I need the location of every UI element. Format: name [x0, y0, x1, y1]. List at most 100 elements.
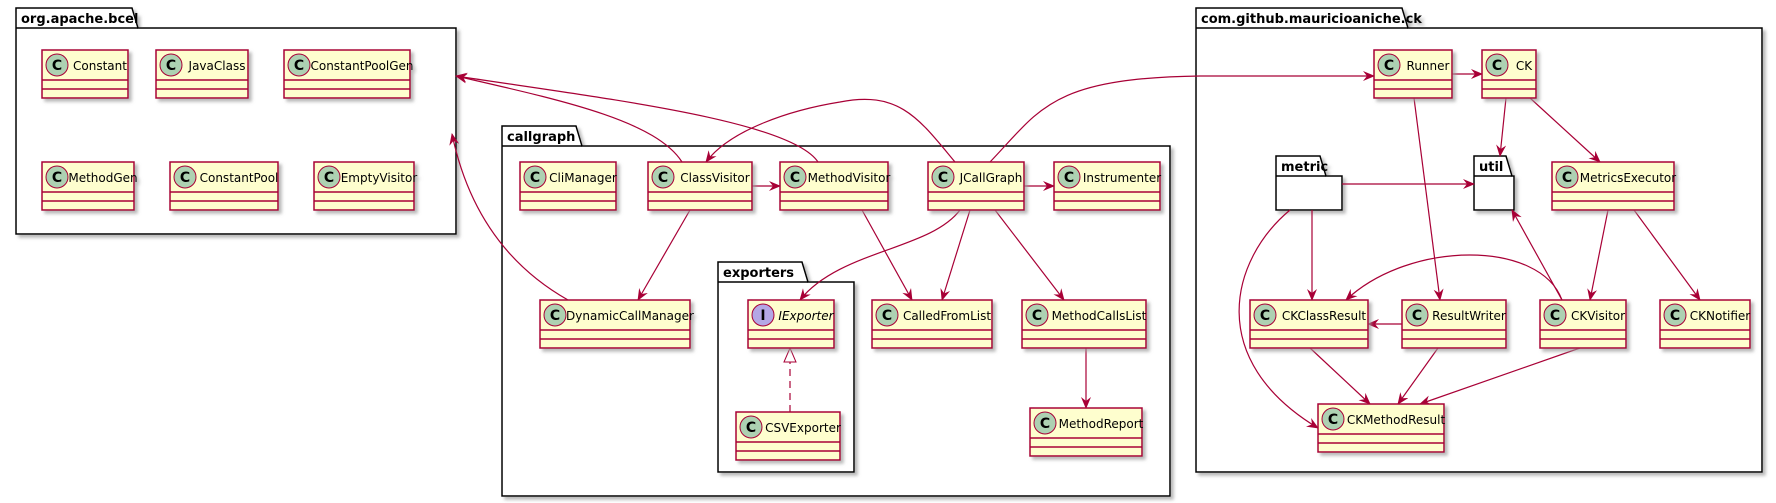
edge-MethodVisitor-to-CalledFromList	[861, 209, 913, 301]
class-name: JCallGraph	[959, 171, 1023, 185]
class-name: CKVisitor	[1571, 309, 1625, 323]
edge-CKVisitor-to-CKMethodResult	[1419, 347, 1581, 406]
package-metric: metric	[1275, 155, 1343, 211]
stereotype-letter: C	[1040, 416, 1050, 432]
class-CKNotifier[interactable]: C CKNotifier	[1659, 299, 1751, 349]
stereotype-letter: C	[658, 170, 668, 186]
class-Runner[interactable]: C Runner	[1373, 49, 1453, 99]
class-spot-icon	[1033, 411, 1057, 435]
class-ClassVisitor[interactable]: C ClassVisitor	[647, 161, 753, 211]
class-name: ResultWriter	[1432, 309, 1506, 323]
class-name: Runner	[1407, 59, 1450, 73]
class-name: CSVExporter	[765, 421, 841, 435]
stereotype-letter: C	[294, 58, 304, 74]
edge-CK-to-util	[1496, 97, 1507, 157]
class-name: ClassVisitor	[680, 171, 749, 185]
edge-JCallGraph-to-MethodCallsList	[994, 209, 1065, 301]
edge-JCallGraph-to-ClassVisitor	[705, 98, 956, 163]
class-spot-icon	[783, 165, 807, 189]
edge-metric-to-CKMethodResult	[1238, 209, 1319, 429]
stereotype-letter: C	[1260, 308, 1270, 324]
class-name: JavaClass	[188, 59, 246, 73]
class-name: CalledFromList	[903, 309, 991, 323]
class-spot-icon	[287, 53, 311, 77]
class-name: CKNotifier	[1690, 309, 1751, 323]
class-spot-icon	[159, 53, 183, 77]
edge-MethodVisitor-to-bcel	[455, 72, 819, 163]
class-MetricsExecutor[interactable]: C MetricsExecutor	[1551, 161, 1677, 211]
edge-CK-to-MetricsExecutor	[1529, 97, 1601, 163]
stereotype-letter: C	[1562, 170, 1572, 186]
class-spot-icon	[1377, 53, 1401, 77]
edge-ResultWriter-to-CKMethodResult	[1397, 347, 1439, 405]
stereotype-letter: C	[1670, 308, 1680, 324]
class-spot-icon	[1555, 165, 1579, 189]
stereotype-letter: C	[790, 170, 800, 186]
class-spot-icon	[1025, 303, 1049, 327]
package-label-util: util	[1479, 160, 1503, 175]
class-name: MetricsExecutor	[1580, 171, 1677, 185]
class-spot-icon	[931, 165, 955, 189]
edge-JCallGraph-to-IExporter	[799, 209, 961, 301]
edge-ClassVisitor-to-DynamicCallManager	[637, 209, 691, 301]
class-MethodCallsList[interactable]: C MethodCallsList	[1021, 299, 1147, 349]
class-spot-icon	[875, 303, 899, 327]
class-spot-icon	[543, 303, 567, 327]
class-CliManager[interactable]: C CliManager	[519, 161, 617, 211]
stereotype-letter: I	[760, 308, 765, 324]
stereotype-letter: C	[746, 420, 756, 436]
class-spot-icon	[1253, 303, 1277, 327]
edge-DynamicCallManager-to-bcel	[449, 133, 569, 301]
class-name: DynamicCallManager	[566, 309, 694, 323]
stereotype-letter: C	[530, 170, 540, 186]
class-CSVExporter[interactable]: C CSVExporter	[735, 411, 841, 461]
package-label-exporters: exporters	[723, 266, 794, 281]
class-name: ConstantPoolGen	[310, 59, 413, 73]
class-spot-icon	[739, 415, 763, 439]
edge-JCallGraph-to-Runner	[989, 71, 1375, 163]
edge-JCallGraph-to-CalledFromList	[940, 209, 971, 301]
class-name: CK	[1516, 59, 1533, 73]
class-EmptyVisitor[interactable]: C EmptyVisitor	[313, 161, 418, 211]
class-ConstantPoolGen[interactable]: C ConstantPoolGen	[283, 49, 414, 99]
edge-ClassVisitor-to-bcel	[455, 73, 683, 163]
edge-MetricsExecutor-to-CKVisitor	[1587, 209, 1609, 301]
class-name: Constant	[73, 59, 127, 73]
stereotype-letter: C	[1384, 58, 1394, 74]
class-MethodVisitor[interactable]: C MethodVisitor	[779, 161, 891, 211]
class-spot-icon	[523, 165, 547, 189]
stereotype-letter: C	[52, 170, 62, 186]
package-folder-icon	[1195, 7, 1763, 473]
class-spot-icon	[1663, 303, 1687, 327]
class-name: CliManager	[549, 171, 617, 185]
stereotype-letter: C	[324, 170, 334, 186]
class-name: ConstantPool	[200, 171, 279, 185]
stereotype-letter: C	[1032, 308, 1042, 324]
class-ResultWriter[interactable]: C ResultWriter	[1401, 299, 1507, 349]
package-ck: com.github.mauricioaniche.ck	[1195, 7, 1763, 473]
stereotype-letter: C	[1064, 170, 1074, 186]
edge-MetricsExecutor-to-CKNotifier	[1633, 209, 1701, 301]
class-name: MethodCallsList	[1052, 309, 1147, 323]
class-name: MethodVisitor	[808, 171, 891, 185]
package-label-bcel: org.apache.bcel	[21, 12, 138, 27]
class-name: EmptyVisitor	[341, 171, 418, 185]
class-spot-icon	[1543, 303, 1567, 327]
package-label-callgraph: callgraph	[507, 130, 575, 145]
stereotype-letter: C	[1412, 308, 1422, 324]
